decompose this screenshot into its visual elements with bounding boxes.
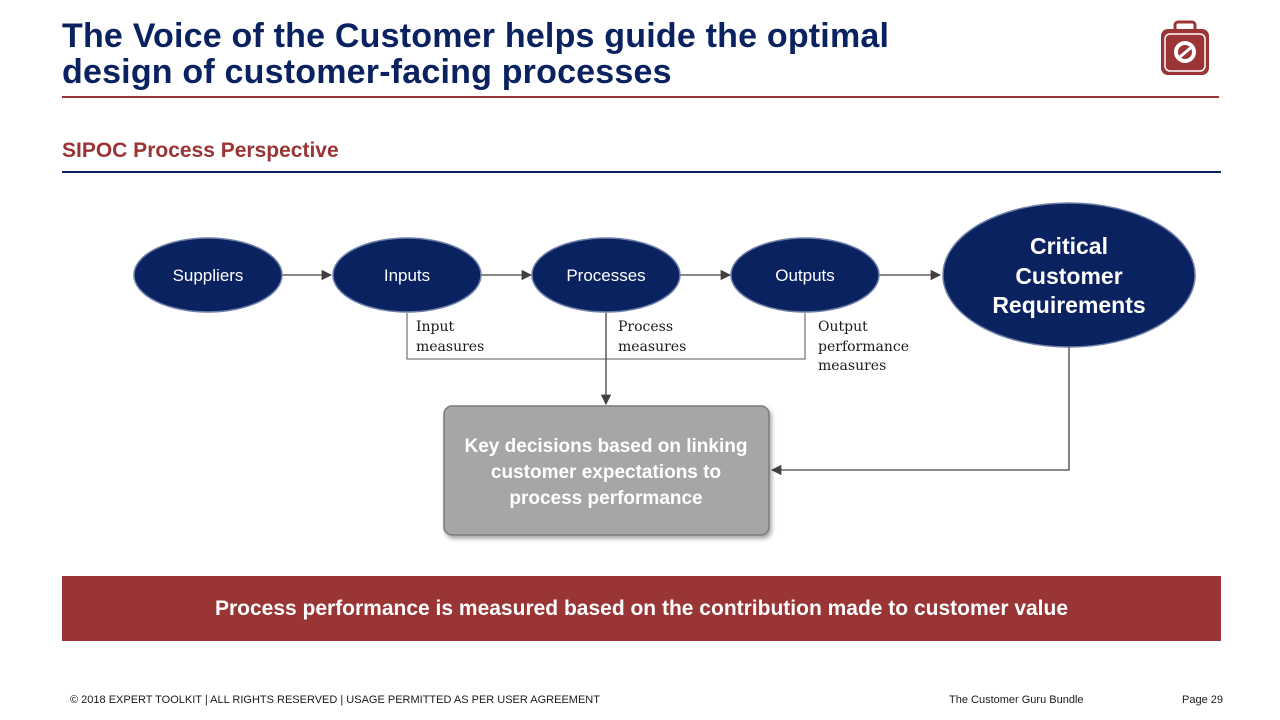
suppliers-label: Suppliers (173, 266, 244, 285)
toolkit-bag-icon (1161, 20, 1209, 75)
title-divider (62, 96, 1219, 98)
key-decisions-box: Key decisions based on linking customer … (443, 405, 770, 536)
node-critical-customer-requirements: Critical Customer Requirements (942, 202, 1196, 348)
node-processes: Processes (531, 237, 681, 313)
process-measures-label: Process measures (618, 319, 686, 355)
output-measures-line-1: Output (818, 319, 868, 335)
footer-page-number: Page 29 (1182, 694, 1223, 706)
inputs-label: Inputs (384, 266, 430, 285)
node-inputs: Inputs (332, 237, 482, 313)
input-measures-line-1: Input (416, 319, 455, 335)
key-decisions-line-2: customer expectations to (491, 462, 721, 483)
ccr-label-line-3: Requirements (992, 292, 1145, 318)
key-decisions-line-3: process performance (509, 488, 702, 509)
arrow-ccr-to-decision (770, 347, 1070, 476)
input-measures-line-2: measures (416, 339, 484, 355)
conclusion-banner: Process performance is measured based on… (62, 576, 1221, 641)
node-outputs: Outputs (730, 237, 880, 313)
output-measures-line-3: measures (818, 358, 886, 374)
page-title: The Voice of the Customer helps guide th… (62, 18, 1062, 90)
process-measures-line-2: measures (618, 339, 686, 355)
processes-label: Processes (566, 266, 645, 285)
node-suppliers: Suppliers (133, 237, 283, 313)
title-line-2: design of customer-facing processes (62, 53, 672, 91)
outputs-label: Outputs (775, 266, 835, 285)
footer-bundle-name: The Customer Guru Bundle (949, 694, 1084, 706)
input-measures-label: Input measures (416, 319, 484, 355)
key-decisions-line-1: Key decisions based on linking (465, 436, 748, 457)
section-divider (62, 171, 1221, 173)
ccr-label-line-2: Customer (1015, 263, 1122, 289)
footer-copyright: © 2018 EXPERT TOOLKIT | ALL RIGHTS RESER… (70, 694, 600, 706)
process-measures-line-1: Process (618, 319, 673, 335)
title-line-1: The Voice of the Customer helps guide th… (62, 17, 890, 55)
output-measures-line-2: performance (818, 339, 909, 355)
section-title: SIPOC Process Perspective (62, 139, 339, 162)
ccr-label-line-1: Critical (1030, 233, 1108, 259)
output-measures-label: Output performance measures (818, 319, 909, 374)
